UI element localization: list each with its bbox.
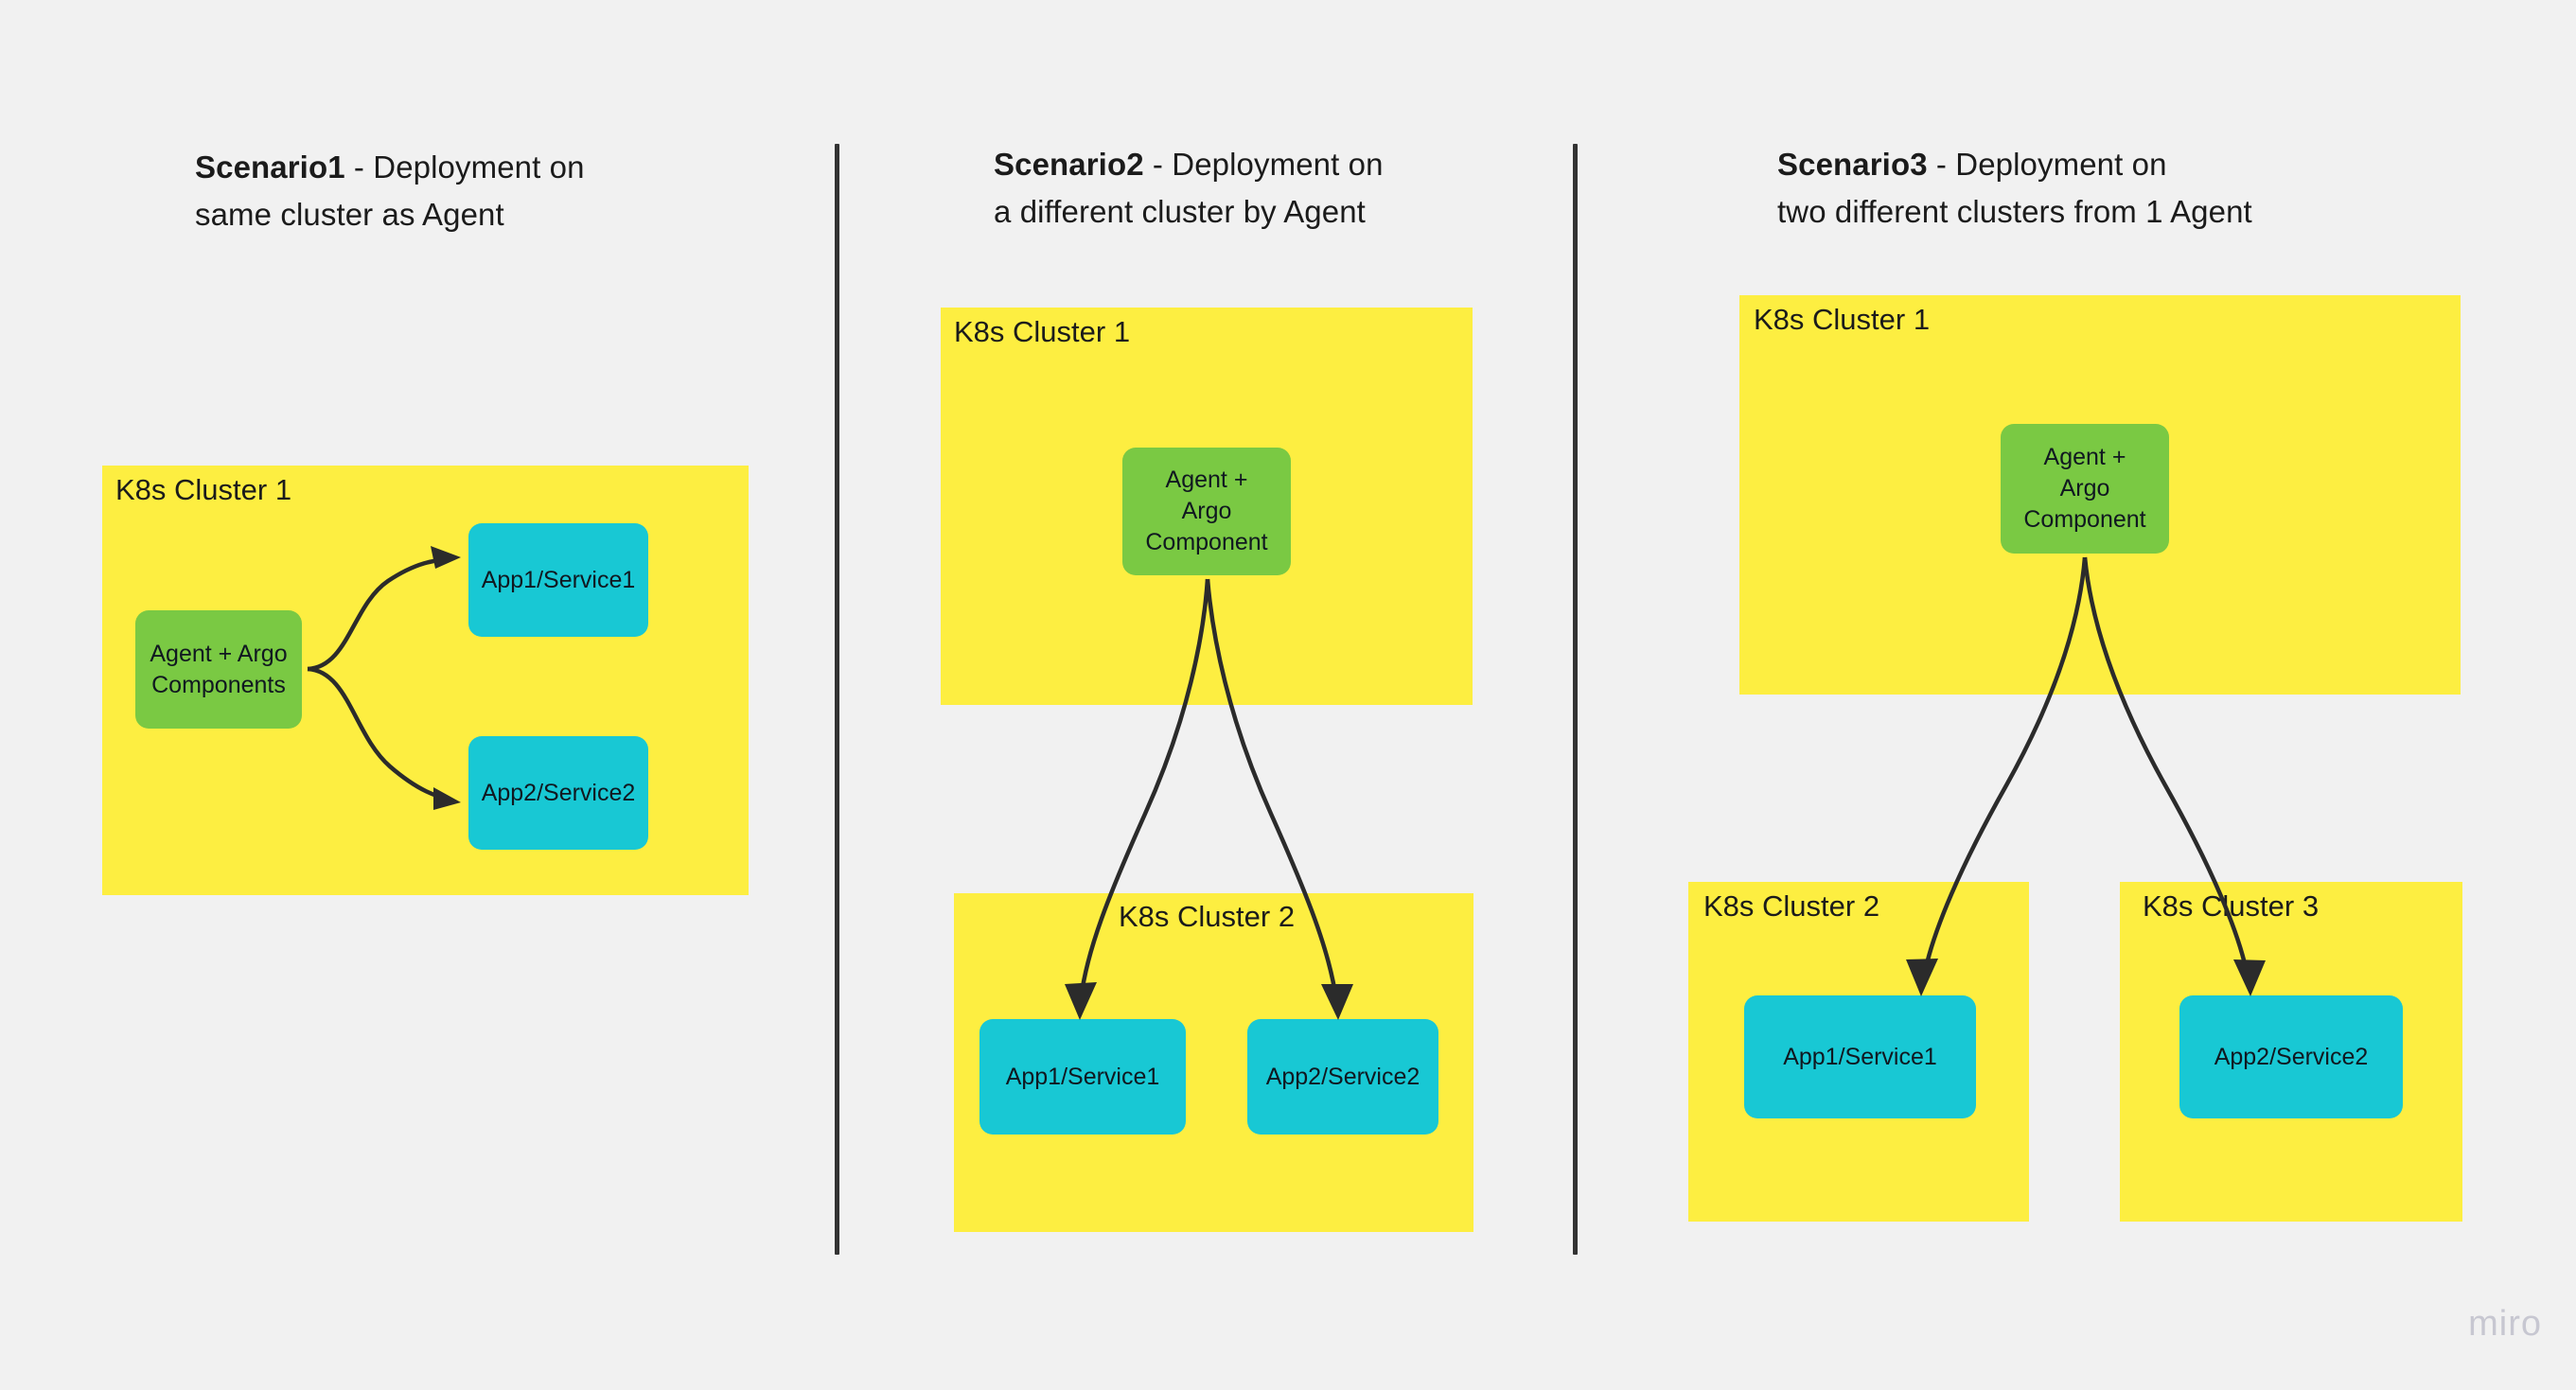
s2-cluster1-label: K8s Cluster 1 [954,315,1131,348]
scenario3-title-strong: Scenario3 [1777,147,1928,182]
s1-cluster1-label: K8s Cluster 1 [115,473,292,506]
s1-agent-node[interactable]: Agent + Argo Components [135,610,302,729]
s3-app1-node[interactable]: App1/Service1 [1744,995,1976,1118]
s3-agent-node[interactable]: Agent + Argo Component [2001,424,2169,554]
scenario2-title: Scenario2 - Deployment on a different cl… [994,141,1384,236]
s2-cluster2-label: K8s Cluster 2 [1119,900,1296,933]
scenario3-title: Scenario3 - Deployment on two different … [1777,141,2252,236]
scenario1-title-strong: Scenario1 [195,150,345,185]
s3-cluster2-label: K8s Cluster 2 [1703,889,1880,923]
s3-cluster1-label: K8s Cluster 1 [1754,303,1931,336]
scenario2-title-rest: - Deployment on a different cluster by A… [994,147,1384,229]
scenario2-title-strong: Scenario2 [994,147,1144,182]
scenario1-title: Scenario1 - Deployment on same cluster a… [195,144,585,238]
s1-app1-node[interactable]: App1/Service1 [468,523,648,637]
s2-app1-node[interactable]: App1/Service1 [979,1019,1186,1135]
divider-scenario2-scenario3 [1573,144,1578,1255]
s3-app2-node[interactable]: App2/Service2 [2179,995,2403,1118]
s1-app2-node[interactable]: App2/Service2 [468,736,648,850]
s2-app2-node[interactable]: App2/Service2 [1247,1019,1438,1135]
divider-scenario1-scenario2 [835,144,839,1255]
scenario1-title-rest: - Deployment on same cluster as Agent [195,150,585,232]
scenario3-title-rest: - Deployment on two different clusters f… [1777,147,2252,229]
s3-cluster3-label: K8s Cluster 3 [2143,889,2320,923]
s2-agent-node[interactable]: Agent + Argo Component [1122,448,1291,575]
miro-watermark: miro [2468,1304,2542,1344]
